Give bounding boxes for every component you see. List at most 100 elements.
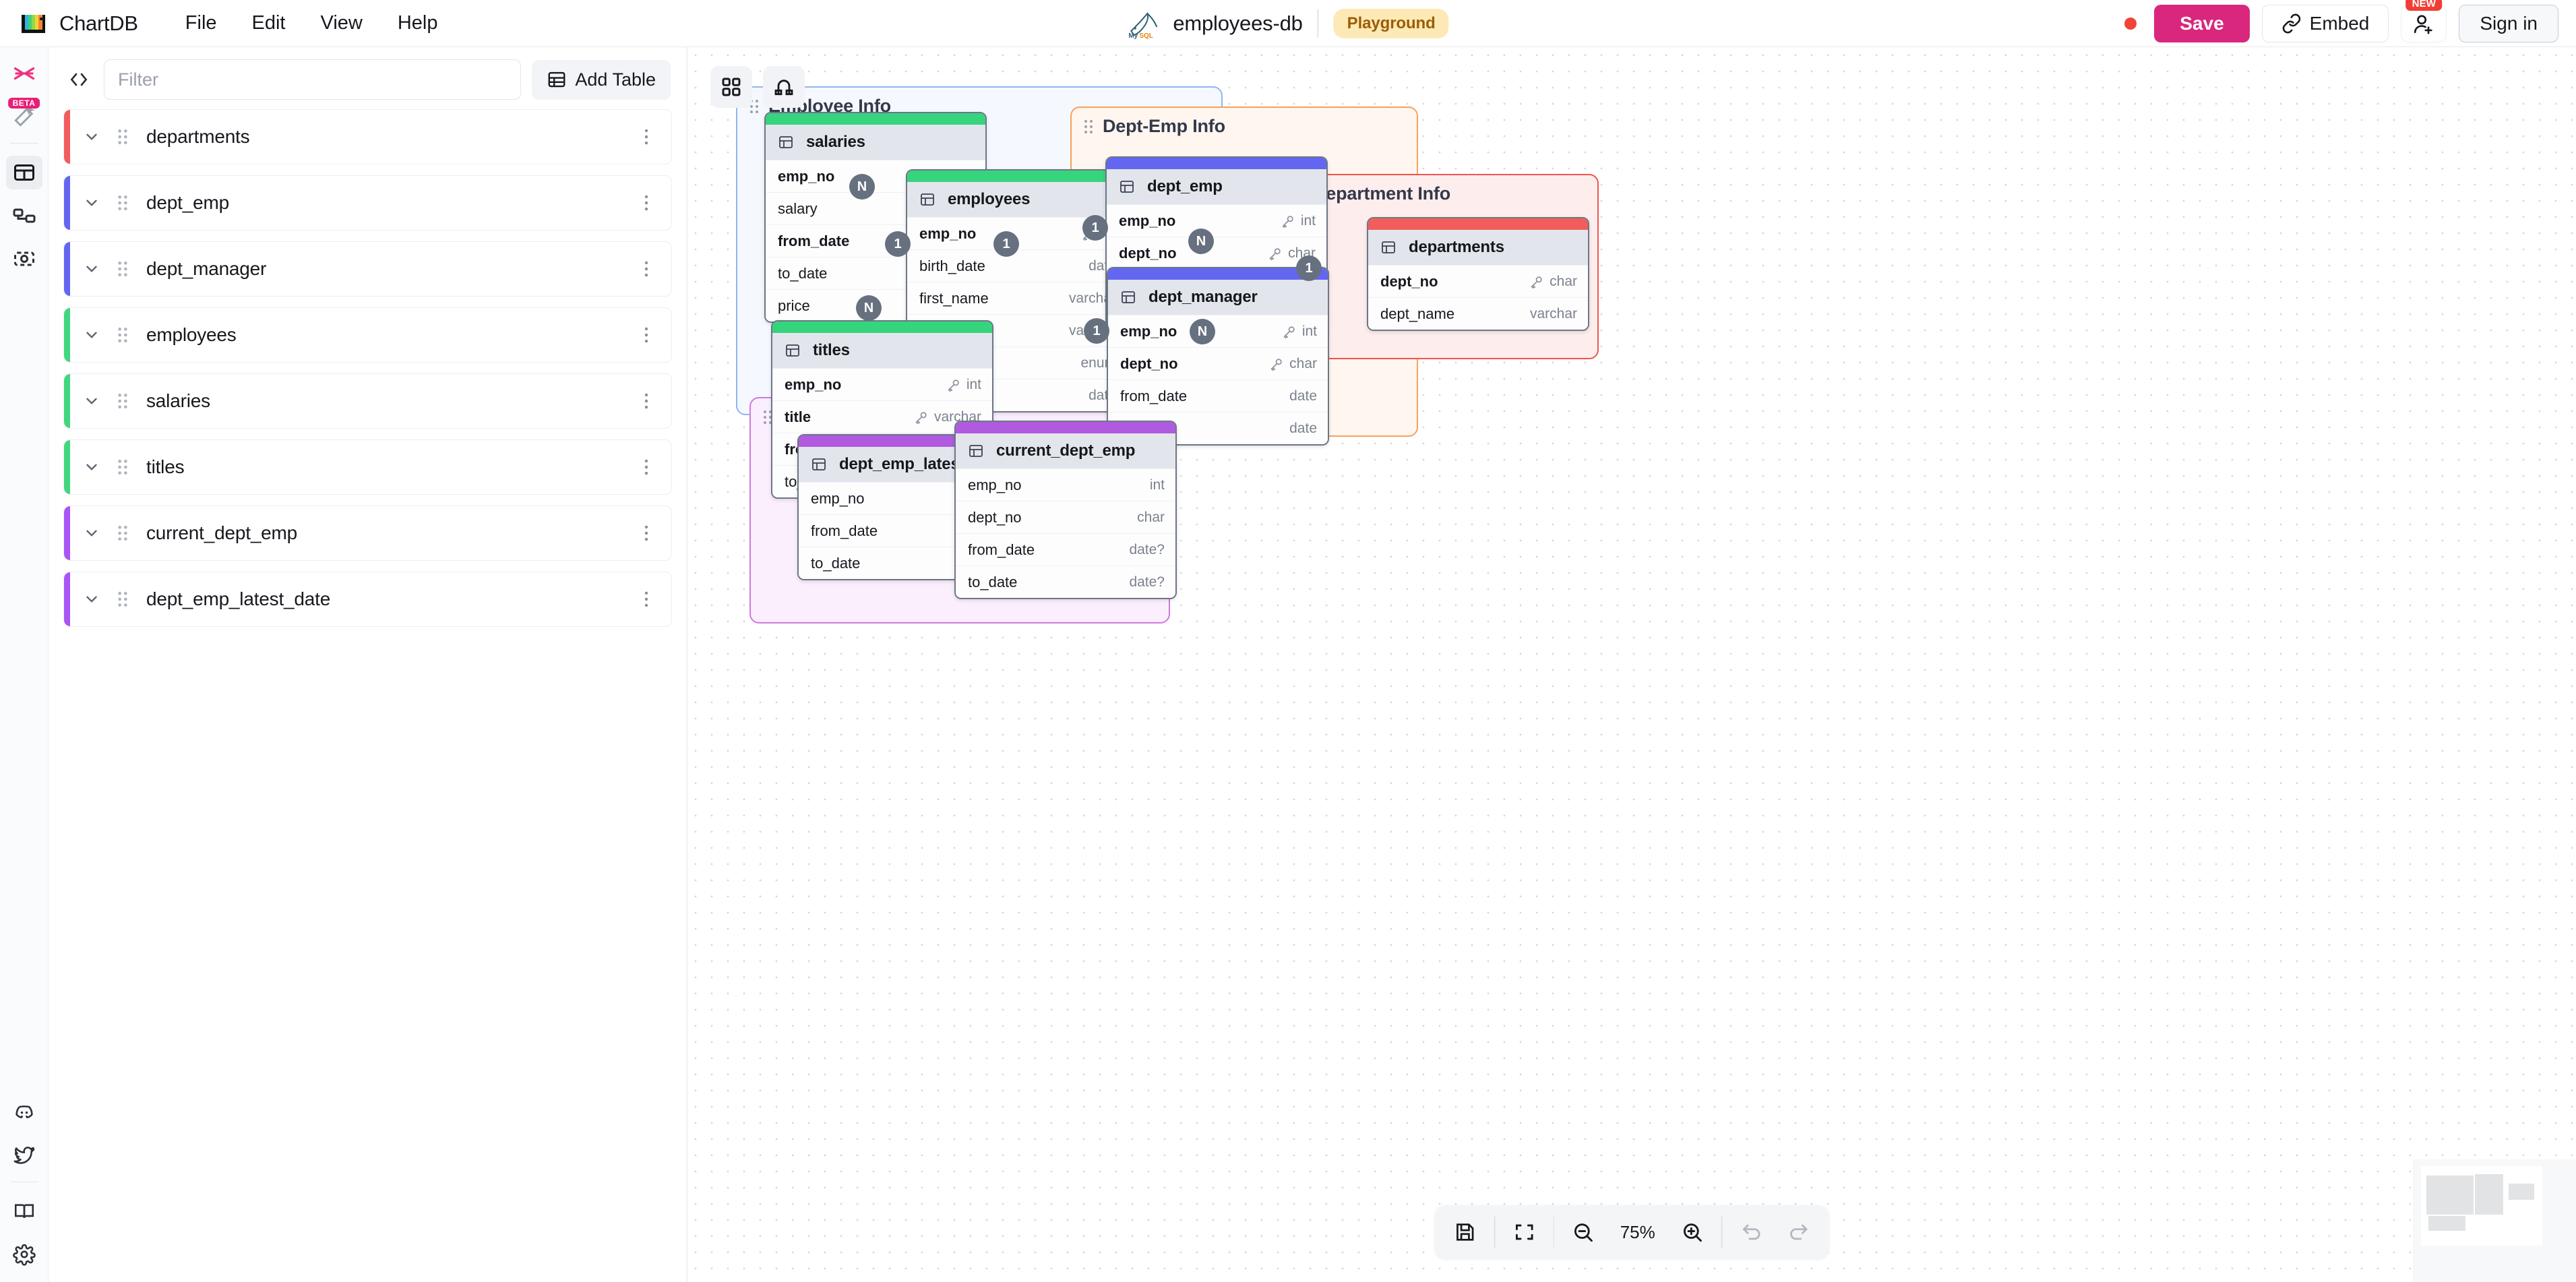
chevron-down-icon[interactable]	[83, 392, 100, 410]
minimap[interactable]	[2413, 1159, 2576, 1282]
table-options-button[interactable]	[639, 128, 654, 146]
chevron-down-icon[interactable]	[83, 326, 100, 344]
chevron-down-icon[interactable]	[83, 128, 100, 146]
field-type: int	[1300, 212, 1316, 228]
invite-user-button[interactable]: NEW	[2401, 0, 2447, 42]
menu-item-view[interactable]: View	[320, 12, 363, 34]
layout-grid-button[interactable]	[710, 66, 752, 108]
database-name[interactable]: employees-db	[1173, 11, 1303, 35]
sign-in-button[interactable]: Sign in	[2459, 5, 2558, 42]
table-list-item[interactable]: dept_emp	[63, 175, 672, 231]
chevron-down-icon[interactable]	[83, 458, 100, 476]
table-options-button[interactable]	[639, 590, 654, 608]
docs-link-button[interactable]	[6, 1194, 42, 1228]
table-header[interactable]: dept_emp	[1107, 169, 1326, 204]
drag-handle-icon[interactable]	[115, 260, 130, 278]
table-header[interactable]: departments	[1368, 230, 1588, 265]
table-header[interactable]: salaries	[766, 125, 985, 160]
field-type: date	[1289, 388, 1317, 404]
table-options-button[interactable]	[639, 260, 654, 278]
settings-button[interactable]	[6, 1238, 42, 1271]
table-icon	[1122, 291, 1135, 303]
chevron-down-icon[interactable]	[83, 194, 100, 212]
drag-handle-icon[interactable]	[115, 128, 130, 146]
undo-button[interactable]	[1727, 1211, 1775, 1254]
table-header[interactable]: dept_manager	[1108, 280, 1328, 315]
dbml-editor-button[interactable]	[6, 57, 42, 90]
table-list-item-label: dept_emp	[146, 192, 229, 213]
table-list-item[interactable]: employees	[63, 307, 672, 363]
twitter-link-button[interactable]	[6, 1138, 42, 1172]
mysql-logo-icon: My SQL	[1128, 11, 1158, 39]
zoom-out-button[interactable]	[1560, 1211, 1607, 1254]
add-table-button[interactable]: Add Table	[532, 59, 671, 100]
drag-handle-icon[interactable]	[115, 590, 130, 608]
chevron-down-icon[interactable]	[83, 524, 100, 542]
minimap-area-box	[2428, 1216, 2465, 1231]
table-options-button[interactable]	[639, 458, 654, 476]
drag-handle-icon[interactable]	[115, 392, 130, 410]
snap-magnet-button[interactable]	[763, 66, 805, 108]
drag-handle-icon[interactable]	[115, 524, 130, 542]
ai-magic-button[interactable]: BETA	[6, 98, 42, 133]
table-list-item[interactable]: current_dept_emp	[63, 506, 672, 561]
discord-link-button[interactable]	[6, 1095, 42, 1129]
drag-handle-icon[interactable]	[115, 194, 130, 212]
save-button[interactable]: Save	[2154, 5, 2250, 42]
table-list-item[interactable]: dept_manager	[63, 241, 672, 297]
sidebar-item-tables[interactable]	[5, 156, 42, 189]
zoom-level-label[interactable]: 75%	[1620, 1221, 1655, 1242]
field-name: emp_no	[778, 167, 835, 185]
menu-item-file[interactable]: File	[185, 12, 217, 34]
table-list-item[interactable]: dept_emp_latest_date	[63, 572, 672, 627]
area-title: Department Info	[1293, 183, 1450, 204]
field-name: from_date	[778, 232, 850, 249]
save-diagram-button[interactable]	[1442, 1211, 1489, 1254]
table-name: current_dept_emp	[996, 441, 1136, 460]
sidebar-item-relationships[interactable]	[6, 199, 42, 233]
redo-button[interactable]	[1775, 1211, 1822, 1254]
table-header[interactable]: employees	[907, 182, 1127, 217]
collapse-panel-button[interactable]	[65, 65, 93, 94]
table-options-button[interactable]	[639, 392, 654, 410]
table-options-button[interactable]	[639, 194, 654, 212]
table-options-button[interactable]	[639, 524, 654, 542]
table-list-item[interactable]: departments	[63, 109, 672, 164]
filter-input[interactable]	[104, 59, 522, 100]
drag-handle-icon[interactable]	[115, 326, 130, 344]
table-options-button[interactable]	[639, 326, 654, 344]
table-header[interactable]: current_dept_emp	[956, 433, 1175, 468]
table-list-item[interactable]: titles	[63, 439, 672, 495]
table-list-item[interactable]: salaries	[63, 373, 672, 429]
chevron-down-icon[interactable]	[83, 590, 100, 608]
fit-to-screen-button[interactable]	[1500, 1211, 1547, 1254]
zoom-in-button[interactable]	[1669, 1211, 1716, 1254]
table-color-bar	[64, 308, 70, 362]
drag-handle-icon[interactable]	[115, 458, 130, 476]
sidebar-item-areas[interactable]	[6, 242, 42, 276]
table-header[interactable]: titles	[772, 333, 992, 368]
chevron-down-icon[interactable]	[83, 260, 100, 278]
menu-item-help[interactable]: Help	[397, 12, 438, 34]
menu-item-edit[interactable]: Edit	[251, 12, 286, 34]
embed-button[interactable]: Embed	[2261, 5, 2389, 42]
drag-handle-icon[interactable]	[1082, 119, 1095, 135]
